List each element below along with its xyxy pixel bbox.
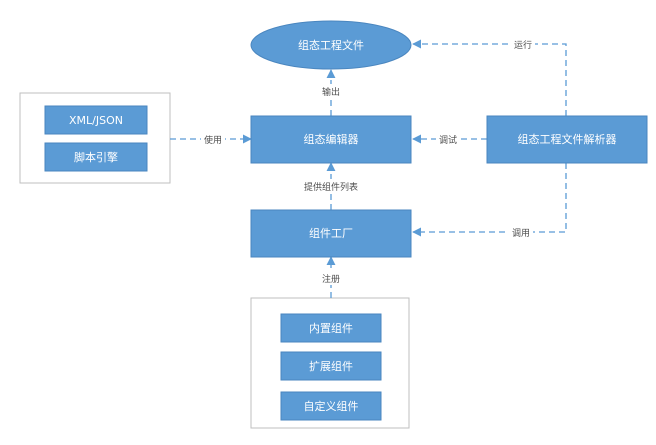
node-xml-json-label: XML/JSON xyxy=(69,114,123,127)
node-xml-json xyxy=(44,105,148,135)
node-builtin-label: 内置组件 xyxy=(309,321,353,335)
node-parser xyxy=(486,115,648,164)
node-editor-label: 组态编辑器 xyxy=(304,132,359,146)
node-parser-label: 组态工程文件解析器 xyxy=(518,132,617,146)
node-extended xyxy=(280,351,382,381)
node-script-engine xyxy=(44,142,148,172)
edge-label-provide-list: 提供组件列表 xyxy=(304,181,358,193)
edge-label-debug: 调试 xyxy=(439,134,457,146)
edge-label-output: 输出 xyxy=(322,86,340,98)
edge-label-register: 注册 xyxy=(322,273,340,285)
node-extended-label: 扩展组件 xyxy=(309,359,353,373)
edge-label-use: 使用 xyxy=(204,134,222,146)
node-factory-label: 组件工厂 xyxy=(309,226,353,240)
node-builtin xyxy=(280,313,382,343)
edge-label-call: 调用 xyxy=(512,228,530,239)
edge-label-run: 运行 xyxy=(514,39,532,51)
node-output-file-label: 组态工程文件 xyxy=(298,38,364,52)
edge-call xyxy=(412,163,567,237)
node-custom-label: 自定义组件 xyxy=(304,399,359,413)
node-output-file xyxy=(250,20,412,70)
node-factory xyxy=(250,209,412,258)
node-custom xyxy=(280,391,382,421)
edge-run xyxy=(412,39,567,116)
node-editor xyxy=(250,115,412,164)
node-script-engine-label: 脚本引擎 xyxy=(74,150,118,164)
